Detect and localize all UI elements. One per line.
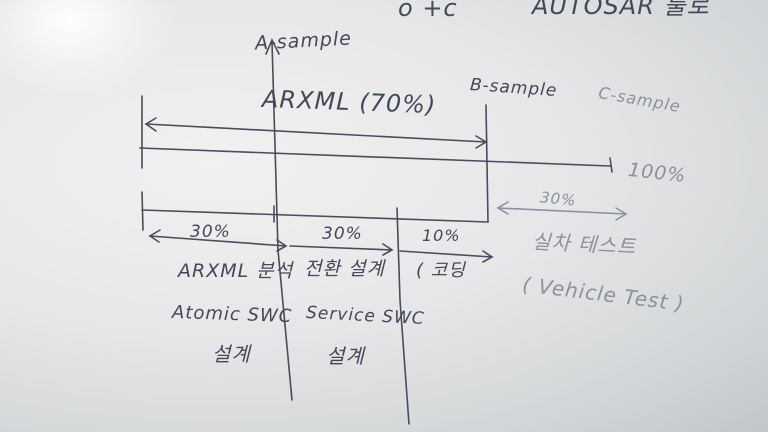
phase2-desc: 전환 설계 — [304, 258, 385, 280]
phase1-desc2: Atomic SWC — [171, 301, 293, 328]
top-fragment-left: o +c — [398, 0, 458, 22]
vehicle-arrowhead-left — [496, 201, 509, 215]
phase2-arrow — [289, 245, 393, 251]
total-baseline — [139, 147, 611, 167]
arxml-label: ARXML (70%) — [261, 84, 437, 120]
top-fragment-autosar: AUTOSAR 툴로 — [532, 0, 710, 20]
total-baseline-end — [609, 157, 613, 173]
vehicle-desc: 실차 테스트 — [531, 229, 637, 259]
phase3-arrowhead-right — [482, 250, 494, 263]
vehicle-arrow — [497, 207, 627, 215]
phase2-desc3: 설계 — [326, 344, 365, 368]
arxml-span-arrow — [145, 123, 487, 143]
phase-baseline — [141, 209, 489, 223]
phase1-desc3: 설계 — [212, 342, 251, 366]
phase1-arrowhead-right — [276, 239, 288, 252]
phase1-percent: 30% — [190, 222, 231, 242]
phase1-arrowhead-left — [148, 229, 161, 243]
phase2-arrowhead-right — [382, 243, 394, 256]
phase3-desc: ( 코딩 — [416, 260, 466, 281]
phase1-arrow — [149, 235, 287, 247]
arxml-right-arrowhead — [475, 135, 488, 149]
phase2-percent: 30% — [322, 224, 363, 244]
phase3-arrow — [399, 250, 493, 258]
phase-divider-2 — [396, 207, 410, 425]
b-sample-line — [485, 104, 489, 223]
left-tick-lower — [141, 191, 144, 231]
vehicle-percent-label: 30% — [539, 188, 578, 210]
phase3-percent: 10% — [422, 226, 461, 245]
light-glare — [0, 0, 180, 100]
phase1-desc: ARXML 분석 — [178, 260, 294, 282]
vehicle-arrowhead-right — [615, 207, 628, 221]
arxml-left-arrowhead — [144, 117, 157, 132]
a-sample-label: A-sample — [254, 27, 353, 55]
a-sample-arrowhead — [265, 38, 280, 55]
